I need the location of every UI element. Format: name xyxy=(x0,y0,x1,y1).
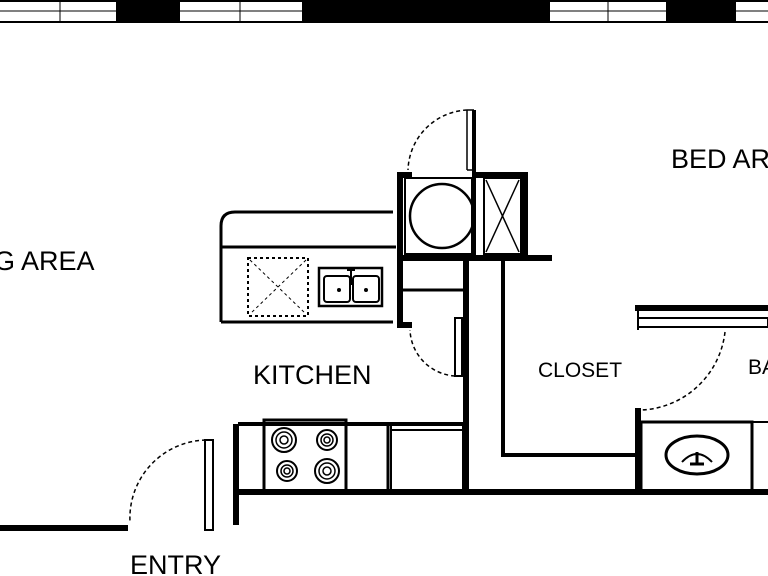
bathroom-walls xyxy=(635,305,768,492)
range-burner-icon xyxy=(271,427,297,453)
top-exterior-wall xyxy=(0,0,768,23)
entry-label: ENTRY xyxy=(130,550,221,576)
range-burner-icon xyxy=(276,460,298,482)
kitchen-counter-lower xyxy=(233,422,466,525)
bath-door-swing xyxy=(640,331,726,411)
dishwasher xyxy=(247,257,309,317)
closet-label: CLOSET xyxy=(538,359,622,382)
sink-icon xyxy=(664,434,730,476)
closet-walls xyxy=(501,258,638,457)
bath-label: BA xyxy=(748,356,768,379)
water-heater-icon xyxy=(404,177,476,255)
bedroom-label: BED AR xyxy=(671,144,768,174)
pantry-door-swing xyxy=(409,329,456,377)
kitchen-label: KITCHEN xyxy=(253,360,372,390)
washer-icon xyxy=(483,177,522,255)
utility-door-swing xyxy=(407,109,468,171)
sink-icon xyxy=(317,266,384,308)
range-burner-icon xyxy=(316,429,338,451)
range-burner-icon xyxy=(314,458,340,484)
entry-door-swing xyxy=(129,439,207,523)
window xyxy=(0,1,768,22)
living-area-label: G AREA xyxy=(0,246,95,276)
pantry-walls xyxy=(397,258,469,492)
refrigerator xyxy=(390,423,464,493)
entry-door[interactable] xyxy=(204,439,214,531)
dishwasher-x xyxy=(249,259,307,315)
kitchen-counter-upper xyxy=(219,210,396,324)
utility-closet-walls xyxy=(397,109,552,261)
